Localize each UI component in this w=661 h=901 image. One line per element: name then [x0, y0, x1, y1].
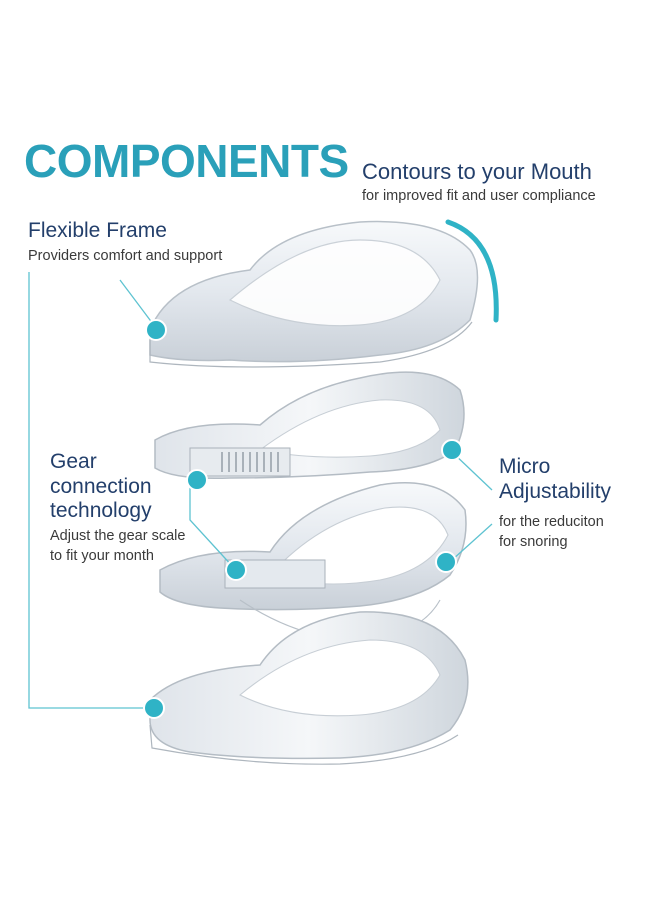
- leader-line-frame-bottom: [28, 272, 152, 709]
- callout-dot-frame: [145, 319, 167, 341]
- leader-line-gear: [189, 480, 235, 569]
- callout-frame-subtext: Providers comfort and support: [28, 248, 223, 264]
- top-tray: [149, 220, 479, 368]
- micro-subtext-line: for the reduciton: [499, 514, 604, 530]
- leader-lines: [28, 272, 493, 709]
- callout-dot-micro-lower: [435, 551, 457, 573]
- callout-contours-heading: Contours to your Mouth: [362, 159, 592, 184]
- callout-frame-heading: Flexible Frame: [28, 219, 167, 242]
- callout-dot-bottom: [143, 697, 165, 719]
- leader-line-micro-bottom: [451, 523, 493, 561]
- gear-heading-line: technology: [50, 499, 152, 523]
- lower-gear-plate: [159, 482, 467, 641]
- callout-micro-heading: Micro Adjustability: [499, 455, 611, 504]
- callout-dot-gear-lower: [225, 559, 247, 581]
- callout-gear-heading: Gear connection technology: [50, 450, 152, 524]
- callout-micro-subtext: for the reduciton for snoring: [499, 512, 649, 552]
- upper-gear-plate: [154, 371, 465, 480]
- callout-dot-micro-upper: [441, 439, 463, 461]
- gear-subtext-line: Adjust the gear scale: [50, 528, 186, 544]
- page-title: COMPONENTS: [24, 135, 349, 187]
- gear-subtext-line: to fit your month: [50, 548, 154, 564]
- bottom-tray: [149, 611, 469, 765]
- callout-dot-gear-upper: [186, 469, 208, 491]
- micro-subtext-line: for snoring: [499, 534, 568, 550]
- gear-heading-line: connection: [50, 474, 152, 498]
- micro-heading-line: Micro: [499, 455, 551, 478]
- contour-arc: [445, 219, 499, 323]
- gear-heading-line: Gear: [50, 450, 97, 473]
- leader-line-frame: [119, 279, 157, 329]
- callout-contours-subtext: for improved fit and user compliance: [362, 188, 596, 204]
- micro-heading-line: Adjustability: [499, 479, 612, 503]
- callout-gear-subtext: Adjust the gear scale to fit your month: [50, 526, 220, 566]
